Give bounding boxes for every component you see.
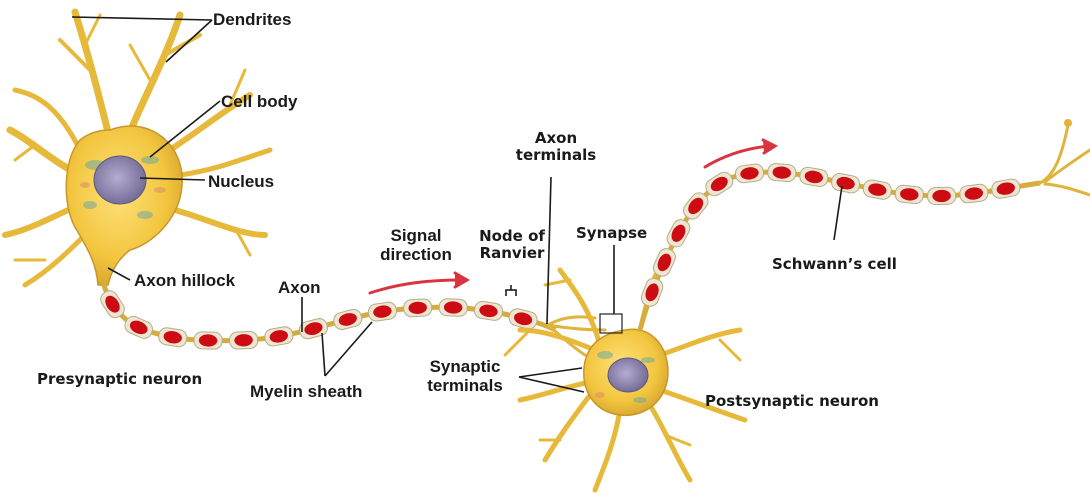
schwann-cell-segment bbox=[830, 172, 861, 194]
schwann-cell-segment bbox=[734, 163, 764, 184]
leader-lines bbox=[72, 17, 842, 392]
label-node-of-ranvier-line1: Node of bbox=[463, 228, 561, 245]
schwann-cell-segment bbox=[767, 163, 796, 182]
label-axon-terminals-line2: terminals bbox=[514, 147, 598, 164]
schwann-cell-segment bbox=[367, 301, 397, 322]
schwann-cell-segment bbox=[927, 187, 956, 205]
postsynaptic-myelin-sheath bbox=[639, 163, 1021, 308]
schwann-cell-segment bbox=[507, 307, 538, 331]
label-axon-terminals: Axon terminals bbox=[514, 130, 598, 164]
postsynaptic-axon-terminals bbox=[1040, 121, 1090, 196]
schwann-cell-segment bbox=[664, 217, 692, 250]
label-signal-direction: Signal direction bbox=[366, 226, 466, 264]
schwann-cell-segment bbox=[862, 179, 893, 201]
schwann-cell-segment bbox=[895, 185, 925, 205]
label-postsynaptic-neuron: Postsynaptic neuron bbox=[705, 393, 879, 410]
label-dendrites: Dendrites bbox=[213, 10, 291, 29]
schwann-cell-segment bbox=[473, 300, 503, 321]
postsynaptic-nucleus bbox=[608, 358, 648, 392]
label-synaptic-terminals: Synaptic terminals bbox=[410, 357, 520, 395]
label-synapse: Synapse bbox=[576, 225, 647, 242]
label-schwanns-cell: Schwann’s cell bbox=[772, 256, 897, 273]
schwann-cell-segment bbox=[959, 183, 989, 203]
label-signal-direction-line1: Signal bbox=[366, 226, 466, 245]
schwann-cell-segment bbox=[229, 331, 258, 349]
label-axon-terminals-line1: Axon bbox=[514, 130, 598, 147]
node-of-ranvier-bracket bbox=[506, 285, 516, 296]
schwann-cell-segment bbox=[639, 276, 665, 308]
label-node-of-ranvier-line2: Ranvier bbox=[463, 245, 561, 262]
schwann-cell-segment bbox=[194, 332, 222, 350]
label-presynaptic-neuron: Presynaptic neuron bbox=[37, 371, 202, 388]
label-nucleus: Nucleus bbox=[208, 172, 274, 191]
schwann-cell-segment bbox=[264, 326, 295, 348]
label-node-of-ranvier: Node of Ranvier bbox=[463, 228, 561, 262]
label-myelin-sheath: Myelin sheath bbox=[250, 382, 362, 401]
schwann-cell-segment bbox=[991, 178, 1022, 200]
label-signal-direction-line2: direction bbox=[366, 245, 466, 264]
label-synaptic-terminals-line2: terminals bbox=[410, 376, 520, 395]
label-axon: Axon bbox=[278, 278, 321, 297]
schwann-cell-segment bbox=[158, 327, 188, 348]
label-axon-hillock: Axon hillock bbox=[134, 271, 235, 290]
schwann-cell-segment bbox=[799, 166, 830, 188]
schwann-cell-segment bbox=[403, 299, 432, 318]
label-synaptic-terminals-line1: Synaptic bbox=[410, 357, 520, 376]
label-cell-body: Cell body bbox=[221, 92, 298, 111]
schwann-cell-segment bbox=[332, 308, 363, 331]
presynaptic-nucleus bbox=[94, 156, 146, 204]
schwann-cell-segment bbox=[439, 298, 468, 316]
presynaptic-myelin-sheath bbox=[98, 288, 539, 350]
